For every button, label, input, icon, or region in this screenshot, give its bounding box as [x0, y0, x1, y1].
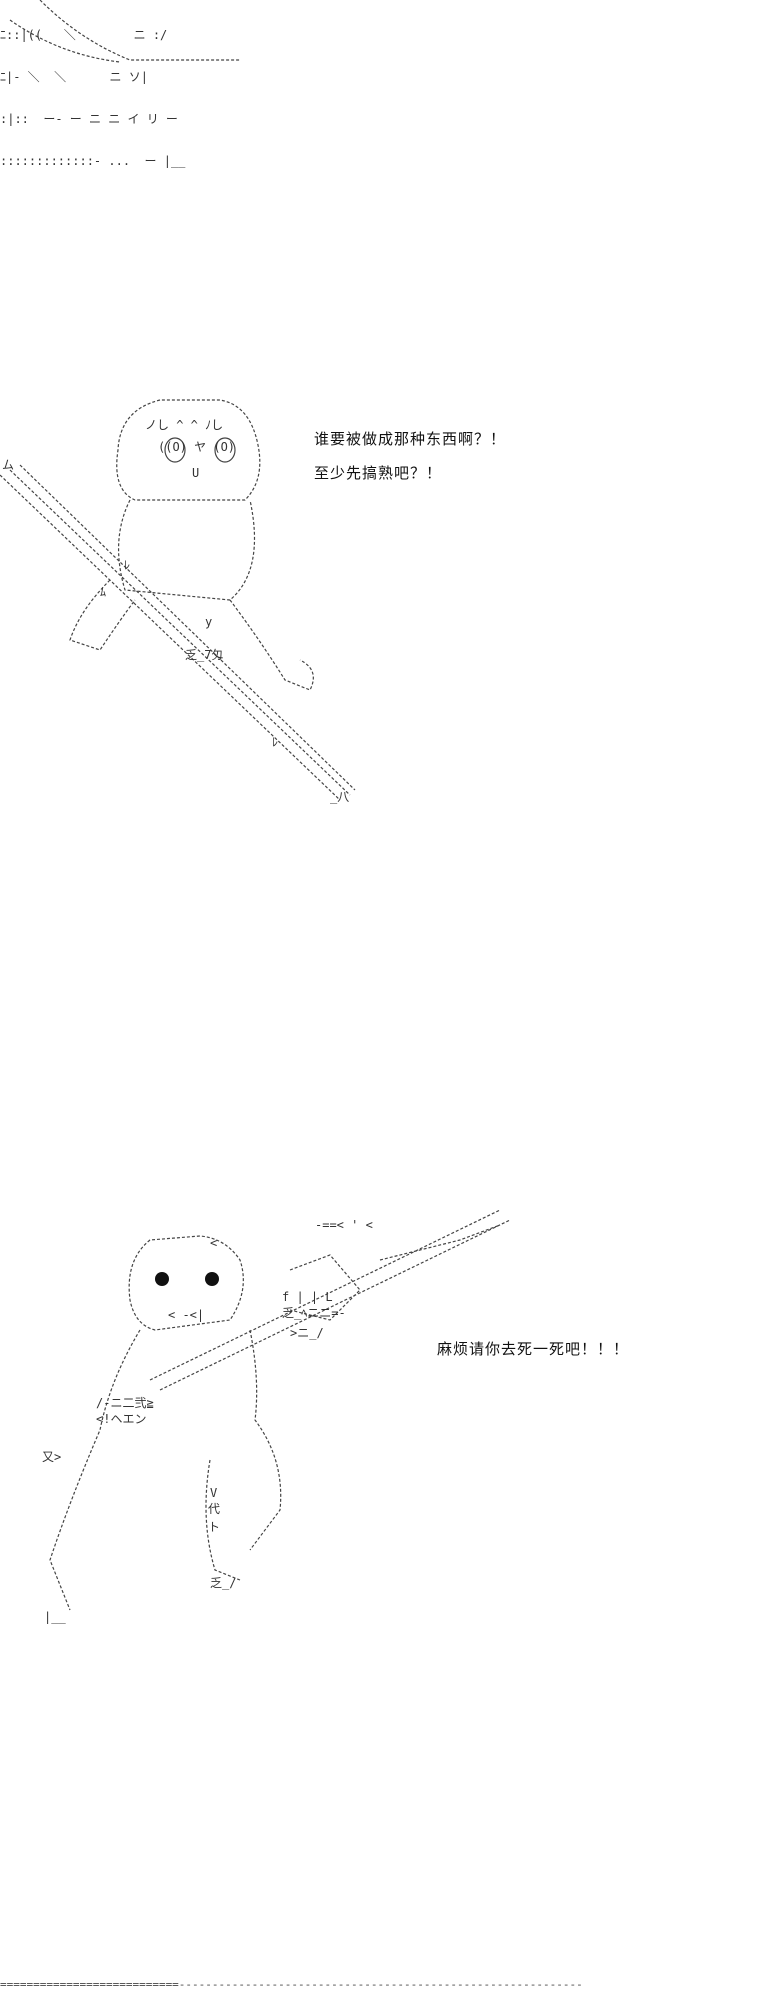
leg — [205, 1459, 241, 1581]
motion-lines — [379, 1224, 501, 1261]
ascii-line: ﾆ|- ＼ ＼ ニ ソ| — [0, 70, 148, 84]
art-label: ノし ^ ^ ﾉし — [145, 418, 224, 432]
art-label: 乏_7匁 — [185, 648, 224, 662]
art-label: 乏_ﾍニニ=- — [282, 1306, 346, 1320]
art-label: 乏_/ — [210, 1576, 237, 1590]
body-outline — [118, 499, 256, 601]
art-label: < — [210, 1236, 218, 1250]
art-label: <!ヘエン — [96, 1412, 147, 1426]
body-outline — [49, 1329, 141, 1611]
art-label: 代 — [208, 1502, 221, 1516]
art-label: -==< ' < — [315, 1218, 373, 1232]
left-eye — [155, 1272, 169, 1286]
left-eye — [164, 437, 186, 463]
art-label: U — [192, 466, 200, 480]
art-label: f | | L — [282, 1290, 333, 1304]
pole — [0, 474, 341, 801]
ascii-line: ﾆ::|(( ＼ ニ :/ — [0, 28, 168, 42]
speech-line: 至少先搞熟吧？！ — [314, 464, 443, 482]
panel2-figure — [49, 1209, 511, 1611]
art-label: /-ニ二弐≧ — [96, 1396, 154, 1410]
art-label: 又> — [42, 1450, 62, 1464]
art-label: ﾚ — [272, 735, 279, 749]
speech-line: 麻烦请你去死一死吧！！！ — [437, 1340, 630, 1358]
panel1-figure — [0, 399, 356, 801]
top-art-stroke — [39, 0, 240, 61]
art-label: V — [210, 1486, 218, 1500]
right-eye — [214, 437, 236, 463]
art-label: >ニ_/ — [290, 1326, 324, 1340]
head-outline — [128, 1235, 244, 1331]
footer-separator: ===========================-------------… — [0, 1978, 583, 1991]
art-label: _八 — [330, 790, 350, 804]
pole — [19, 464, 356, 791]
art-label: |__ — [44, 1610, 66, 1624]
top-ascii-fragment: ﾆ::|(( ＼ ニ :/ ﾆ|- ＼ ＼ ニ ソ| :|:: ー- ー ニ ニ… — [0, 0, 185, 182]
ascii-line: :|:: ー- ー ニ ニ イ リ ー — [0, 112, 178, 126]
art-label: ム — [2, 458, 15, 472]
ascii-line: :::::::::::::- ... ー |__ — [0, 154, 186, 168]
art-label: ト — [208, 1520, 221, 1534]
head-outline — [116, 399, 261, 501]
right-leg — [229, 599, 314, 691]
top-art-stroke — [9, 19, 121, 63]
art-label: ﾚ — [124, 558, 131, 572]
right-eye — [205, 1272, 219, 1286]
pole — [9, 469, 351, 796]
art-label: ((O) ヤ (O) — [158, 440, 236, 454]
speech-line: 谁要被做成那种东西啊？！ — [314, 430, 507, 448]
torso-right — [249, 1329, 282, 1551]
art-label: y — [205, 615, 213, 629]
left-arm — [69, 579, 136, 651]
art-label: < -<| — [168, 1308, 205, 1322]
art-label: ﾑ — [100, 585, 107, 599]
